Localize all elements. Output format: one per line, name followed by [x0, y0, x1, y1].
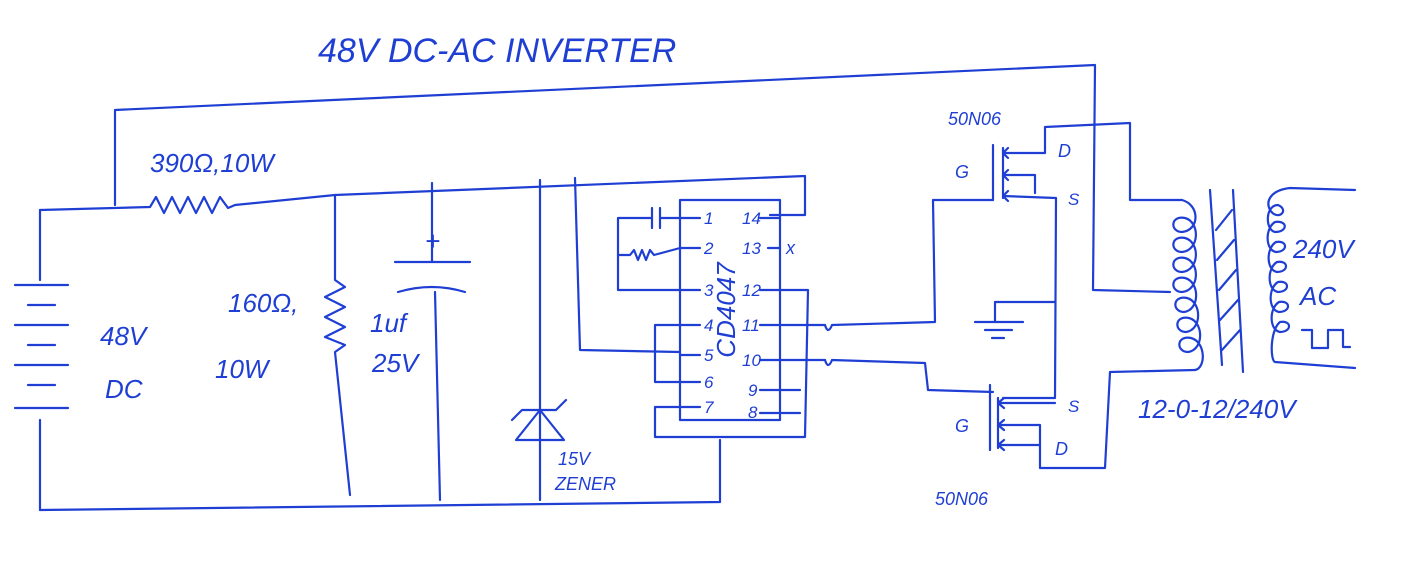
- q-output-wire: [823, 198, 995, 332]
- capacitor-symbol: [393, 181, 472, 502]
- pin-label: 4: [704, 316, 713, 335]
- ic-pin-stubs: [678, 216, 827, 415]
- pin7-ground-loop: [653, 288, 810, 439]
- pin-label: 9: [748, 381, 758, 400]
- pin-label: 3: [704, 281, 714, 300]
- top-mosfet-gate: G: [955, 162, 969, 182]
- pin-label: 2: [703, 239, 714, 258]
- transformer-core: [1208, 188, 1245, 374]
- battery-symbol: [13, 208, 70, 512]
- pin-label: 6: [704, 373, 714, 392]
- capacitor-voltage: 25V: [371, 348, 421, 378]
- top-feed-wire: [113, 63, 1172, 294]
- bottom-rail: [38, 438, 722, 512]
- ic-left-pin-labels: 1 2 3 4 5 6 7: [703, 209, 714, 417]
- pin-label: 1: [704, 209, 713, 228]
- series-resistor: [38, 174, 807, 217]
- bottom-mosfet: [988, 368, 1197, 470]
- enable-wire: [573, 176, 682, 354]
- battery-voltage-label: 48V: [100, 321, 149, 351]
- secondary-coil: [1266, 186, 1357, 370]
- capacitor-value: 1uf: [370, 308, 409, 338]
- pin-label: 8: [748, 403, 758, 422]
- ground-symbol: [973, 300, 1057, 340]
- pin13-nc-mark: x: [785, 238, 796, 258]
- series-resistor-label: 390Ω,10W: [150, 148, 276, 178]
- shunt-resistor-value: 160Ω,: [228, 288, 298, 318]
- ic-name: CD4047: [711, 261, 741, 358]
- pin-label: 11: [742, 316, 760, 335]
- ic-body: [678, 198, 782, 422]
- zener-diode: [510, 178, 568, 502]
- pin-label: 10: [742, 351, 761, 370]
- zener-voltage: 15V: [558, 449, 592, 469]
- pin-label: 14: [742, 209, 761, 228]
- battery-type-label: DC: [105, 374, 143, 404]
- pin-label: 5: [704, 346, 714, 365]
- pin4-6-loop: [653, 323, 682, 384]
- ic-right-pin-labels: 14 13 12 11 10 9 8: [742, 209, 761, 422]
- timing-capacitor: [616, 206, 682, 292]
- transformer-rating: 12-0-12/240V: [1138, 394, 1298, 424]
- top-mosfet-source: S: [1068, 190, 1080, 209]
- top-mosfet-drain: D: [1058, 141, 1071, 161]
- pin-label: 13: [742, 239, 761, 258]
- bottom-mosfet-gate: G: [955, 416, 969, 436]
- bottom-mosfet-source: S: [1068, 397, 1080, 416]
- pin-label: 7: [704, 398, 714, 417]
- top-mosfet: [991, 121, 1184, 400]
- capacitor-polarity: +: [425, 226, 440, 256]
- square-wave-icon: [1300, 328, 1352, 350]
- bottom-mosfet-part: 50N06: [935, 489, 989, 509]
- shunt-resistor: [323, 193, 352, 497]
- qbar-output-wire: [823, 358, 995, 394]
- pin-label: 12: [742, 281, 761, 300]
- diagram-title: 48V DC-AC INVERTER: [318, 32, 676, 70]
- top-mosfet-part: 50N06: [948, 109, 1002, 129]
- zener-type: ZENER: [554, 474, 616, 494]
- primary-coil: [1172, 198, 1204, 372]
- timing-resistor: [616, 246, 682, 262]
- bottom-mosfet-drain: D: [1055, 439, 1068, 459]
- output-type: AC: [1298, 281, 1336, 311]
- shunt-resistor-power: 10W: [215, 354, 271, 384]
- output-voltage: 240V: [1292, 234, 1356, 264]
